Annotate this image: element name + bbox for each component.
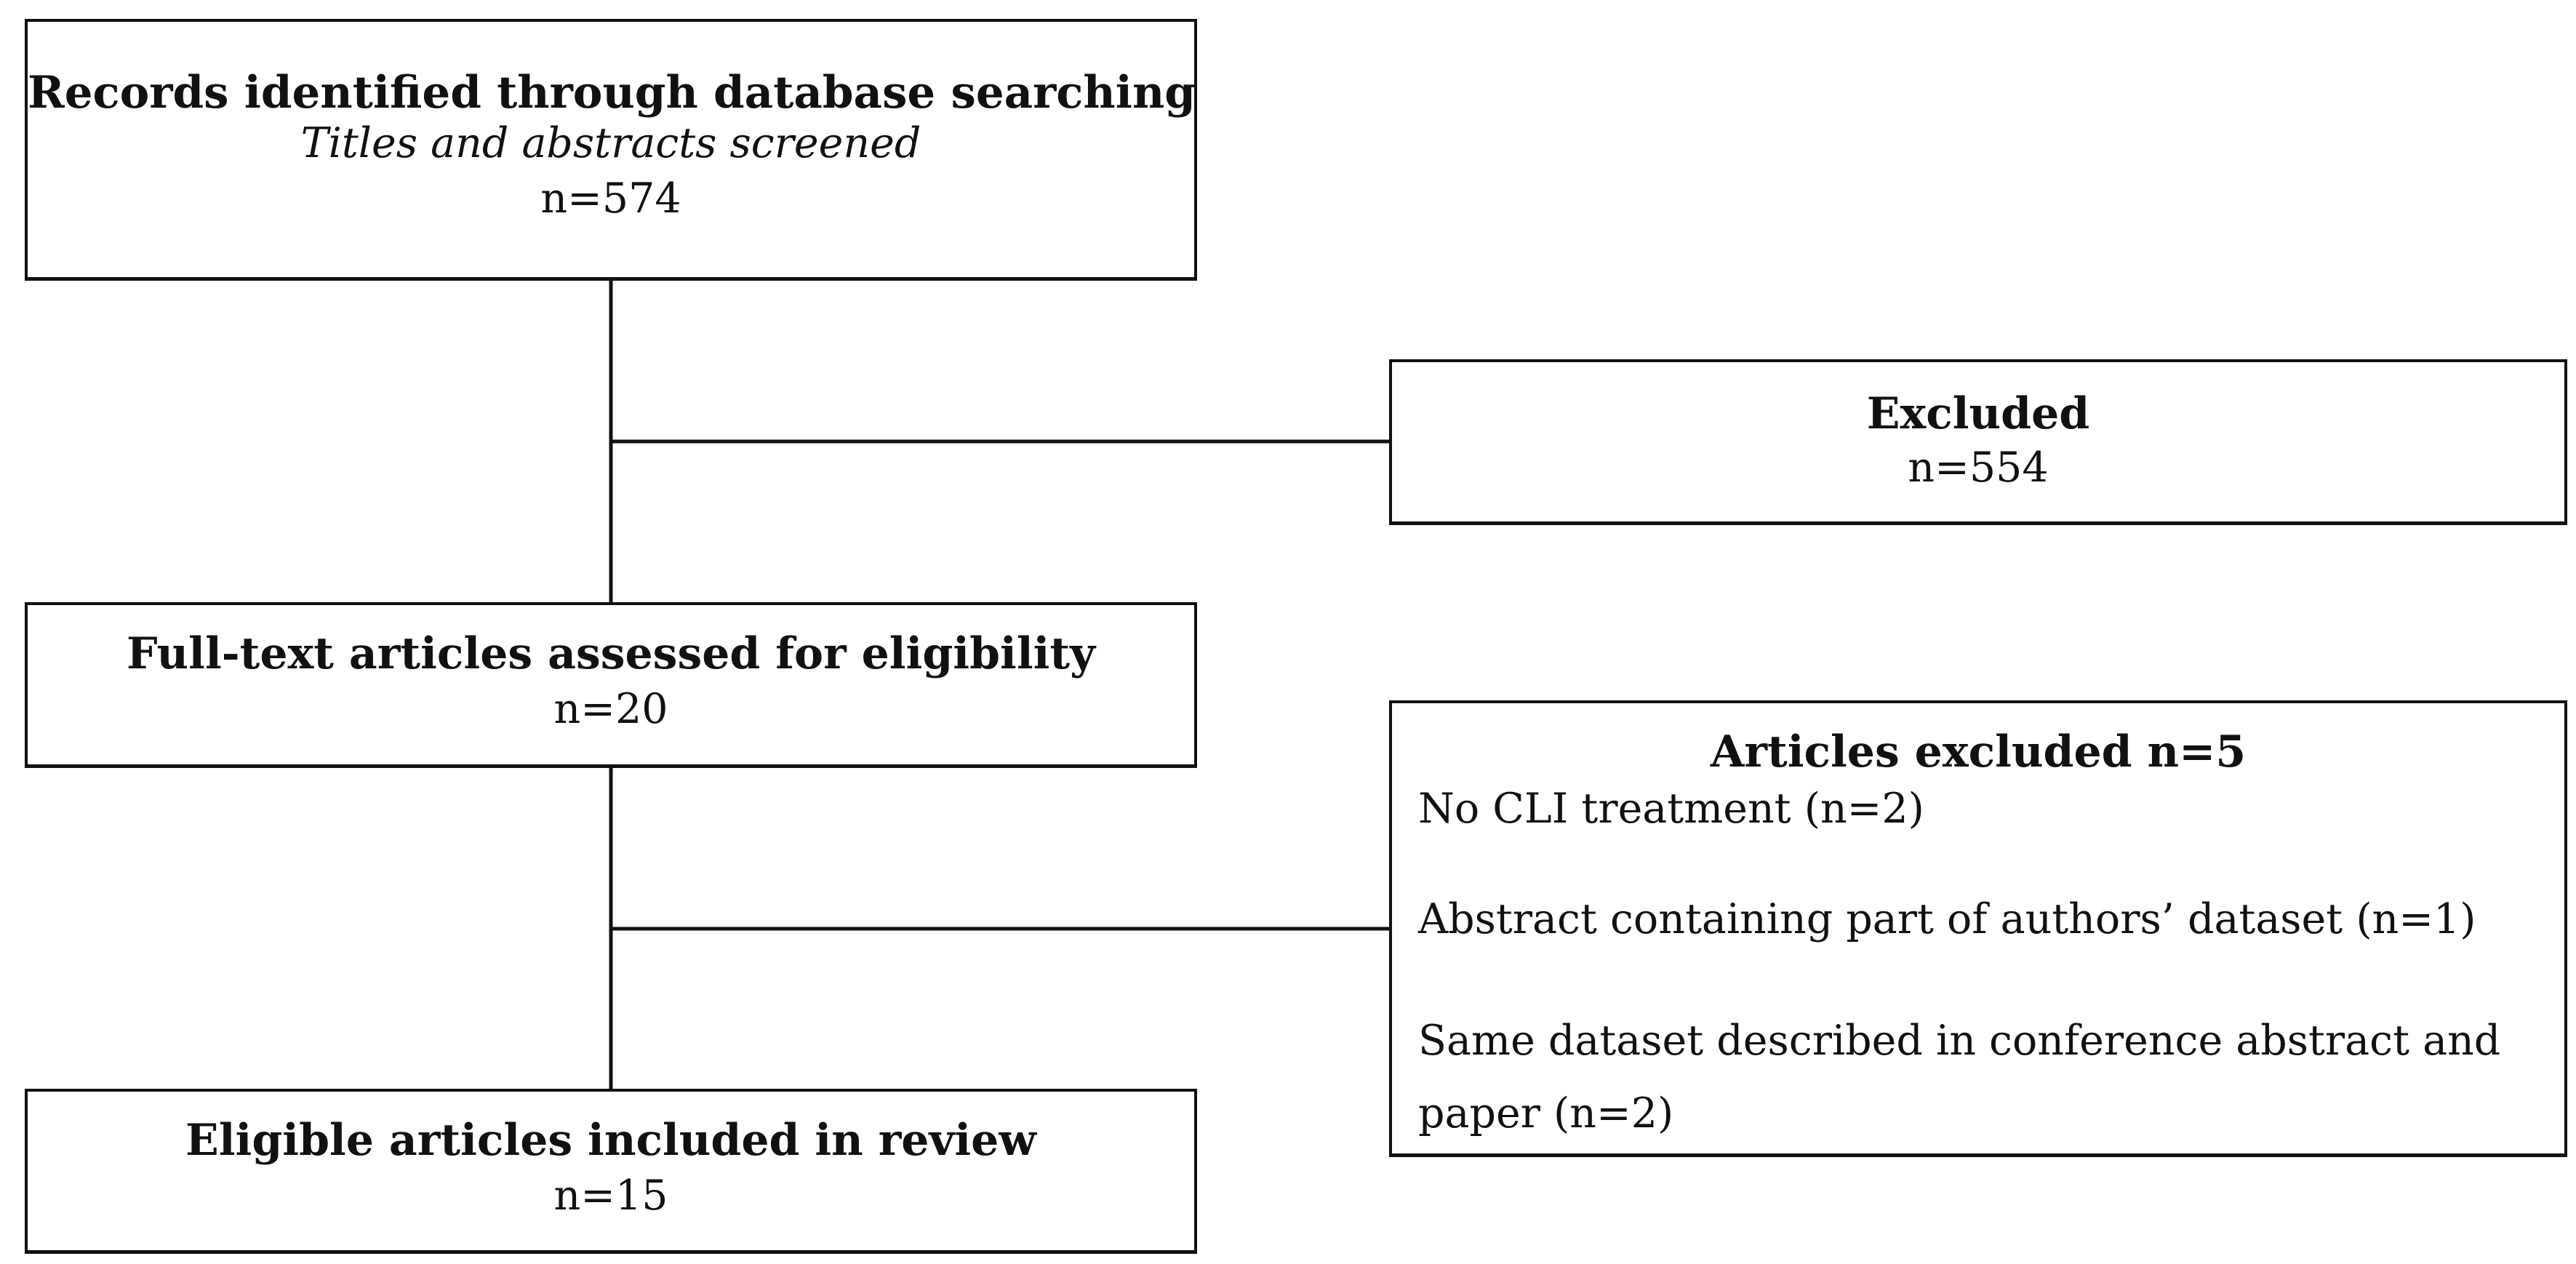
exclusion-reason: No CLI treatment (n=2) [1418, 785, 1924, 833]
articles-excluded-title: Articles excluded n=5 [1710, 727, 2247, 777]
records-identified-subtitle: Titles and abstracts screened [300, 119, 921, 167]
exclusion-reason: Abstract containing part of authors’ dat… [1418, 895, 2476, 943]
eligible-articles-count: n=15 [553, 1172, 668, 1220]
exclusion-reason: Same dataset described in conference abs… [1418, 1017, 2501, 1137]
records-identified-box: Records identified through database sear… [25, 19, 1197, 281]
full-text-assessed-box: Full-text articles assessed for eligibil… [25, 602, 1197, 768]
full-text-assessed-count: n=20 [553, 685, 668, 733]
full-text-assessed-title: Full-text articles assessed for eligibil… [126, 628, 1095, 679]
records-identified-title: Records identified through database sear… [28, 67, 1196, 119]
eligible-articles-box: Eligible articles included in review n=1… [25, 1089, 1197, 1254]
articles-excluded-box: Articles excluded n=5 No CLI treatment (… [1389, 700, 2567, 1157]
eligible-articles-title: Eligible articles included in review [185, 1115, 1036, 1166]
excluded-box: Excluded n=554 [1389, 359, 2567, 525]
excluded-count: n=554 [1908, 444, 2049, 492]
excluded-title: Excluded [1866, 388, 2090, 439]
records-identified-count: n=574 [540, 175, 681, 223]
